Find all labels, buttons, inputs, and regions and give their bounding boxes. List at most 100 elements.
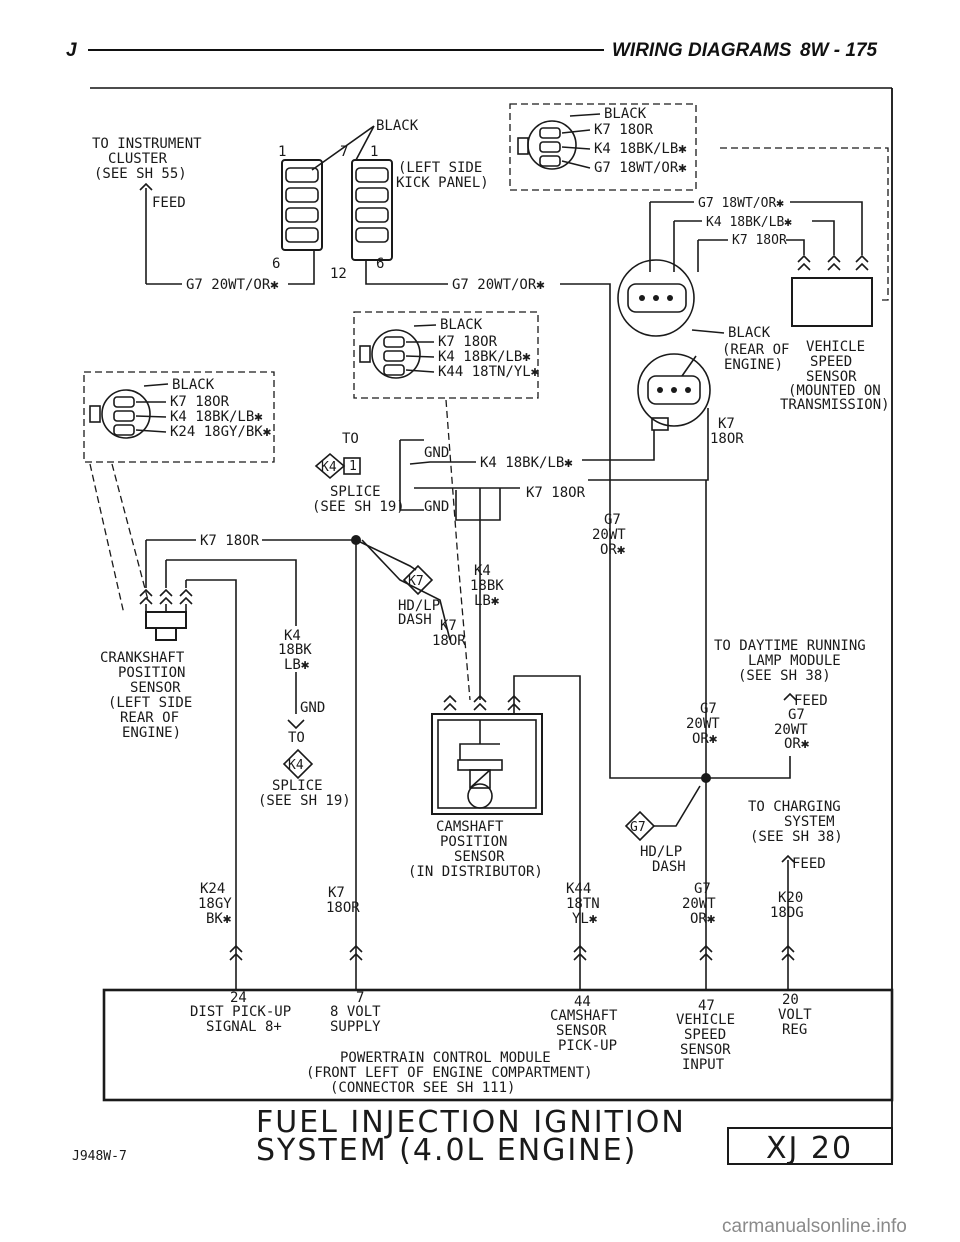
svg-text:K4: K4 <box>288 758 304 773</box>
sheet-id-box <box>727 1127 893 1165</box>
svg-text:TRANSMISSION): TRANSMISSION) <box>780 397 890 413</box>
svg-text:44: 44 <box>574 994 591 1010</box>
svg-text:G7: G7 <box>700 701 717 717</box>
vss-connector-box: BLACK K7 18OR K4 18BK/LB✱ G7 18WT/OR✱ <box>509 103 889 301</box>
crankshaft-position-sensor: CRANKSHAFT POSITION SENSOR (LEFT SIDE RE… <box>100 588 193 741</box>
svg-text:G7: G7 <box>604 512 621 528</box>
svg-text:1: 1 <box>370 144 378 160</box>
svg-text:20WT: 20WT <box>682 896 716 912</box>
svg-text:FEED: FEED <box>794 693 828 709</box>
svg-text:K4 18BK/LB✱: K4 18BK/LB✱ <box>438 349 531 365</box>
svg-text:K7: K7 <box>328 885 345 901</box>
svg-text:SENSOR: SENSOR <box>556 1023 607 1039</box>
k7-bus: K7 18OR <box>145 533 451 990</box>
svg-text:(MOUNTED ON: (MOUNTED ON <box>788 383 881 399</box>
svg-text:TO: TO <box>342 431 359 447</box>
svg-text:20WT: 20WT <box>686 716 720 732</box>
svg-text:(SEE SH 19): (SEE SH 19) <box>258 793 351 809</box>
g7-mid-label: G7 20WT OR✱ <box>592 512 626 558</box>
svg-text:INPUT: INPUT <box>682 1057 725 1073</box>
svg-text:18DG: 18DG <box>770 905 804 921</box>
svg-text:24: 24 <box>230 990 247 1006</box>
diagram-title-line2: SYSTEM (4.0L ENGINE) <box>256 1133 637 1168</box>
vss-wiring: G7 18WT/OR✱ K4 18BK/LB✱ K7 18OR BLACK (R… <box>582 196 890 481</box>
svg-text:GND: GND <box>424 499 449 515</box>
svg-text:BLACK: BLACK <box>440 317 483 333</box>
svg-text:1: 1 <box>278 144 286 160</box>
svg-text:(REAR OF: (REAR OF <box>722 342 789 358</box>
svg-text:G7 18WT/OR✱: G7 18WT/OR✱ <box>594 160 687 176</box>
ckp-connector-box: BLACK K7 18OR K4 18BK/LB✱ K24 18GY/BK✱ <box>83 371 275 615</box>
svg-text:POWERTRAIN CONTROL MODULE: POWERTRAIN CONTROL MODULE <box>340 1050 551 1066</box>
svg-text:DIST PICK-UP: DIST PICK-UP <box>190 1004 291 1020</box>
svg-text:K4: K4 <box>321 460 337 475</box>
svg-text:K24: K24 <box>200 881 225 897</box>
svg-text:K7 18OR: K7 18OR <box>200 533 260 549</box>
svg-text:VEHICLE: VEHICLE <box>676 1012 735 1028</box>
svg-text:(LEFT SIDE: (LEFT SIDE <box>398 160 482 176</box>
svg-text:SENSOR: SENSOR <box>130 680 181 696</box>
svg-text:18OR: 18OR <box>432 633 466 649</box>
svg-text:G7: G7 <box>630 820 646 835</box>
svg-text:7: 7 <box>356 990 364 1006</box>
svg-text:18OR: 18OR <box>710 431 744 447</box>
svg-text:SPLICE: SPLICE <box>330 484 381 500</box>
svg-text:LB✱: LB✱ <box>284 657 310 673</box>
svg-text:ENGINE): ENGINE) <box>122 725 181 741</box>
svg-text:POSITION: POSITION <box>118 665 185 681</box>
svg-text:G7 20WT/OR✱: G7 20WT/OR✱ <box>186 277 279 293</box>
svg-text:K44: K44 <box>566 881 591 897</box>
svg-text:ENGINE): ENGINE) <box>724 357 783 373</box>
svg-text:18TN: 18TN <box>566 896 600 912</box>
svg-text:KICK PANEL): KICK PANEL) <box>396 175 489 191</box>
svg-text:(SEE SH 55): (SEE SH 55) <box>94 166 187 182</box>
svg-text:K44 18TN/YL✱: K44 18TN/YL✱ <box>438 364 540 380</box>
header-letter: J <box>66 40 77 61</box>
svg-text:(LEFT SIDE: (LEFT SIDE <box>108 695 192 711</box>
svg-text:G7: G7 <box>788 707 805 723</box>
svg-text:CAMSHAFT: CAMSHAFT <box>550 1008 618 1024</box>
svg-text:6: 6 <box>376 256 384 272</box>
svg-text:BLACK: BLACK <box>172 377 215 393</box>
svg-text:OR✱: OR✱ <box>690 911 716 927</box>
svg-text:(SEE SH 19): (SEE SH 19) <box>312 499 405 515</box>
charging-system-ref: TO CHARGING SYSTEM (SEE SH 38) FEED <box>748 799 843 990</box>
top-splice: TO K4 1 SPLICE (SEE SH 19) GND GND K4 18… <box>312 431 586 700</box>
svg-text:6: 6 <box>272 256 280 272</box>
svg-text:SUPPLY: SUPPLY <box>330 1019 381 1035</box>
svg-text:LB✱: LB✱ <box>474 593 500 609</box>
svg-text:K4 18BK/LB✱: K4 18BK/LB✱ <box>170 409 263 425</box>
svg-text:LAMP MODULE: LAMP MODULE <box>748 653 841 669</box>
svg-text:SYSTEM: SYSTEM <box>784 814 835 830</box>
svg-text:(SEE SH 38): (SEE SH 38) <box>750 829 843 845</box>
g7-hdlp-dash: G7 HD/LP DASH <box>624 785 701 875</box>
svg-text:18GY: 18GY <box>198 896 232 912</box>
svg-text:12: 12 <box>330 266 347 282</box>
svg-text:G7 20WT/OR✱: G7 20WT/OR✱ <box>452 277 545 293</box>
svg-text:HD/LP: HD/LP <box>398 598 440 614</box>
svg-text:TO CHARGING: TO CHARGING <box>748 799 841 815</box>
svg-text:DASH: DASH <box>652 859 686 875</box>
svg-text:(CONNECTOR SEE SH 111): (CONNECTOR SEE SH 111) <box>330 1080 515 1096</box>
figure-id: J948W-7 <box>72 1149 127 1164</box>
svg-text:18BK: 18BK <box>470 578 504 594</box>
watermark: carmanualsonline.info <box>722 1216 907 1237</box>
svg-text:TO: TO <box>288 730 305 746</box>
svg-text:TO DAYTIME RUNNING: TO DAYTIME RUNNING <box>714 638 866 654</box>
svg-text:(SEE SH 38): (SEE SH 38) <box>738 668 831 684</box>
k4-left-splice: K4 18BK LB✱ GND TO K4 SPLICE (SEE SH 19) <box>258 628 351 809</box>
svg-text:CLUSTER: CLUSTER <box>108 151 168 167</box>
svg-text:18BK: 18BK <box>278 642 312 658</box>
svg-text:VOLT: VOLT <box>778 1007 812 1023</box>
svg-text:G7 18WT/OR✱: G7 18WT/OR✱ <box>698 196 784 211</box>
svg-text:20WT: 20WT <box>592 527 626 543</box>
svg-text:K7: K7 <box>718 416 735 432</box>
svg-text:HD/LP: HD/LP <box>640 844 682 860</box>
drl-module-ref: TO DAYTIME RUNNING LAMP MODULE (SEE SH 3… <box>609 480 866 990</box>
svg-text:SPEED: SPEED <box>810 354 852 370</box>
camshaft-position-sensor: CAMSHAFT POSITION SENSOR (IN DISTRIBUTOR… <box>408 675 581 990</box>
svg-text:SENSOR: SENSOR <box>680 1042 731 1058</box>
svg-text:18OR: 18OR <box>326 900 360 916</box>
